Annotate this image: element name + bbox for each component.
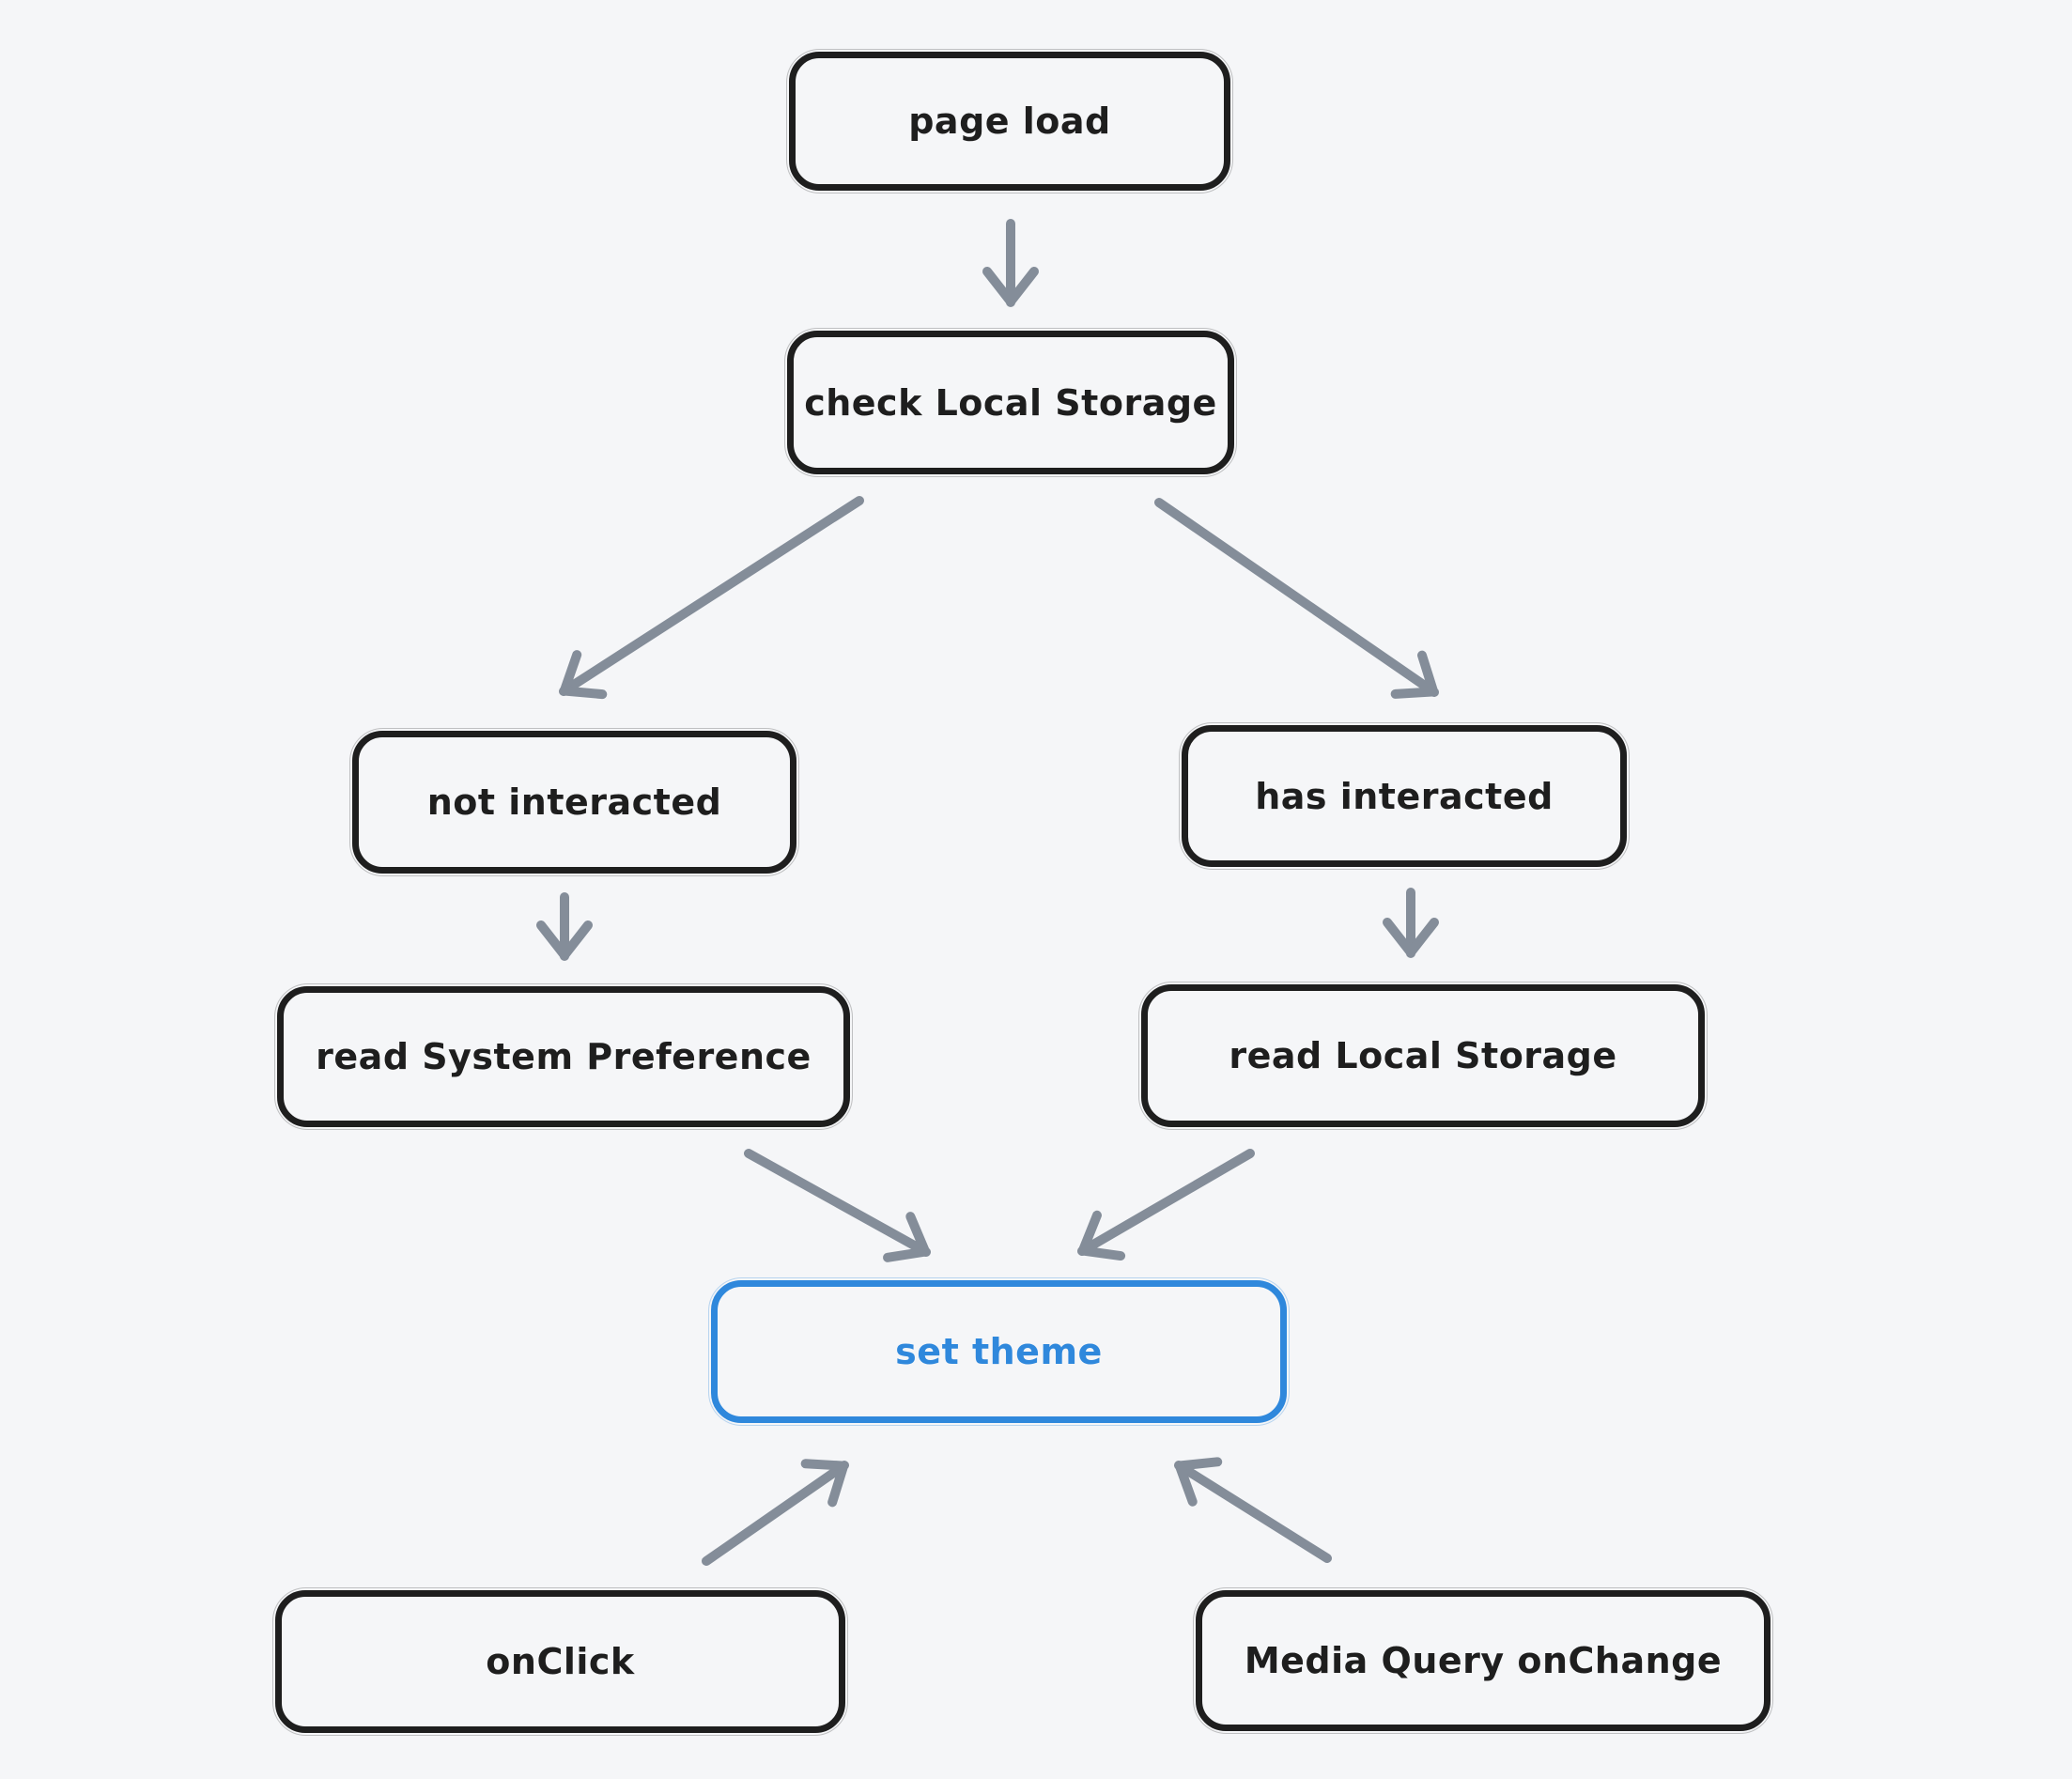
node-read-system-preference-label: read System Preference	[316, 1036, 812, 1077]
arrow-checklocalstorage-to-notinteracted	[559, 496, 864, 700]
node-media-query-onchange: Media Query onChange	[1193, 1587, 1773, 1734]
arrow-readsystempref-to-settheme	[744, 1149, 931, 1262]
node-page-load-label: page load	[908, 101, 1111, 142]
node-set-theme: set theme	[708, 1277, 1290, 1426]
node-check-local-storage: check Local Storage	[784, 328, 1237, 477]
node-page-load: page load	[786, 49, 1233, 193]
node-has-interacted-label: has interacted	[1255, 775, 1554, 817]
node-onclick-label: onClick	[486, 1641, 635, 1682]
node-media-query-onchange-label: Media Query onChange	[1244, 1640, 1723, 1681]
node-not-interacted-label: not interacted	[426, 781, 722, 823]
arrow-checklocalstorage-to-hasinteracted	[1154, 498, 1439, 699]
node-not-interacted: not interacted	[349, 728, 799, 876]
arrow-onclick-to-settheme	[702, 1459, 849, 1566]
node-has-interacted: has interacted	[1179, 722, 1630, 870]
node-read-local-storage-label: read Local Storage	[1229, 1035, 1617, 1076]
node-read-local-storage: read Local Storage	[1138, 982, 1708, 1130]
node-set-theme-label: set theme	[895, 1331, 1103, 1372]
arrow-mediaquery-to-settheme	[1174, 1457, 1332, 1563]
node-onclick: onClick	[272, 1587, 848, 1736]
node-read-system-preference: read System Preference	[274, 983, 853, 1130]
arrow-readlocalstorage-to-settheme	[1077, 1149, 1255, 1261]
node-check-local-storage-label: check Local Storage	[804, 381, 1217, 424]
